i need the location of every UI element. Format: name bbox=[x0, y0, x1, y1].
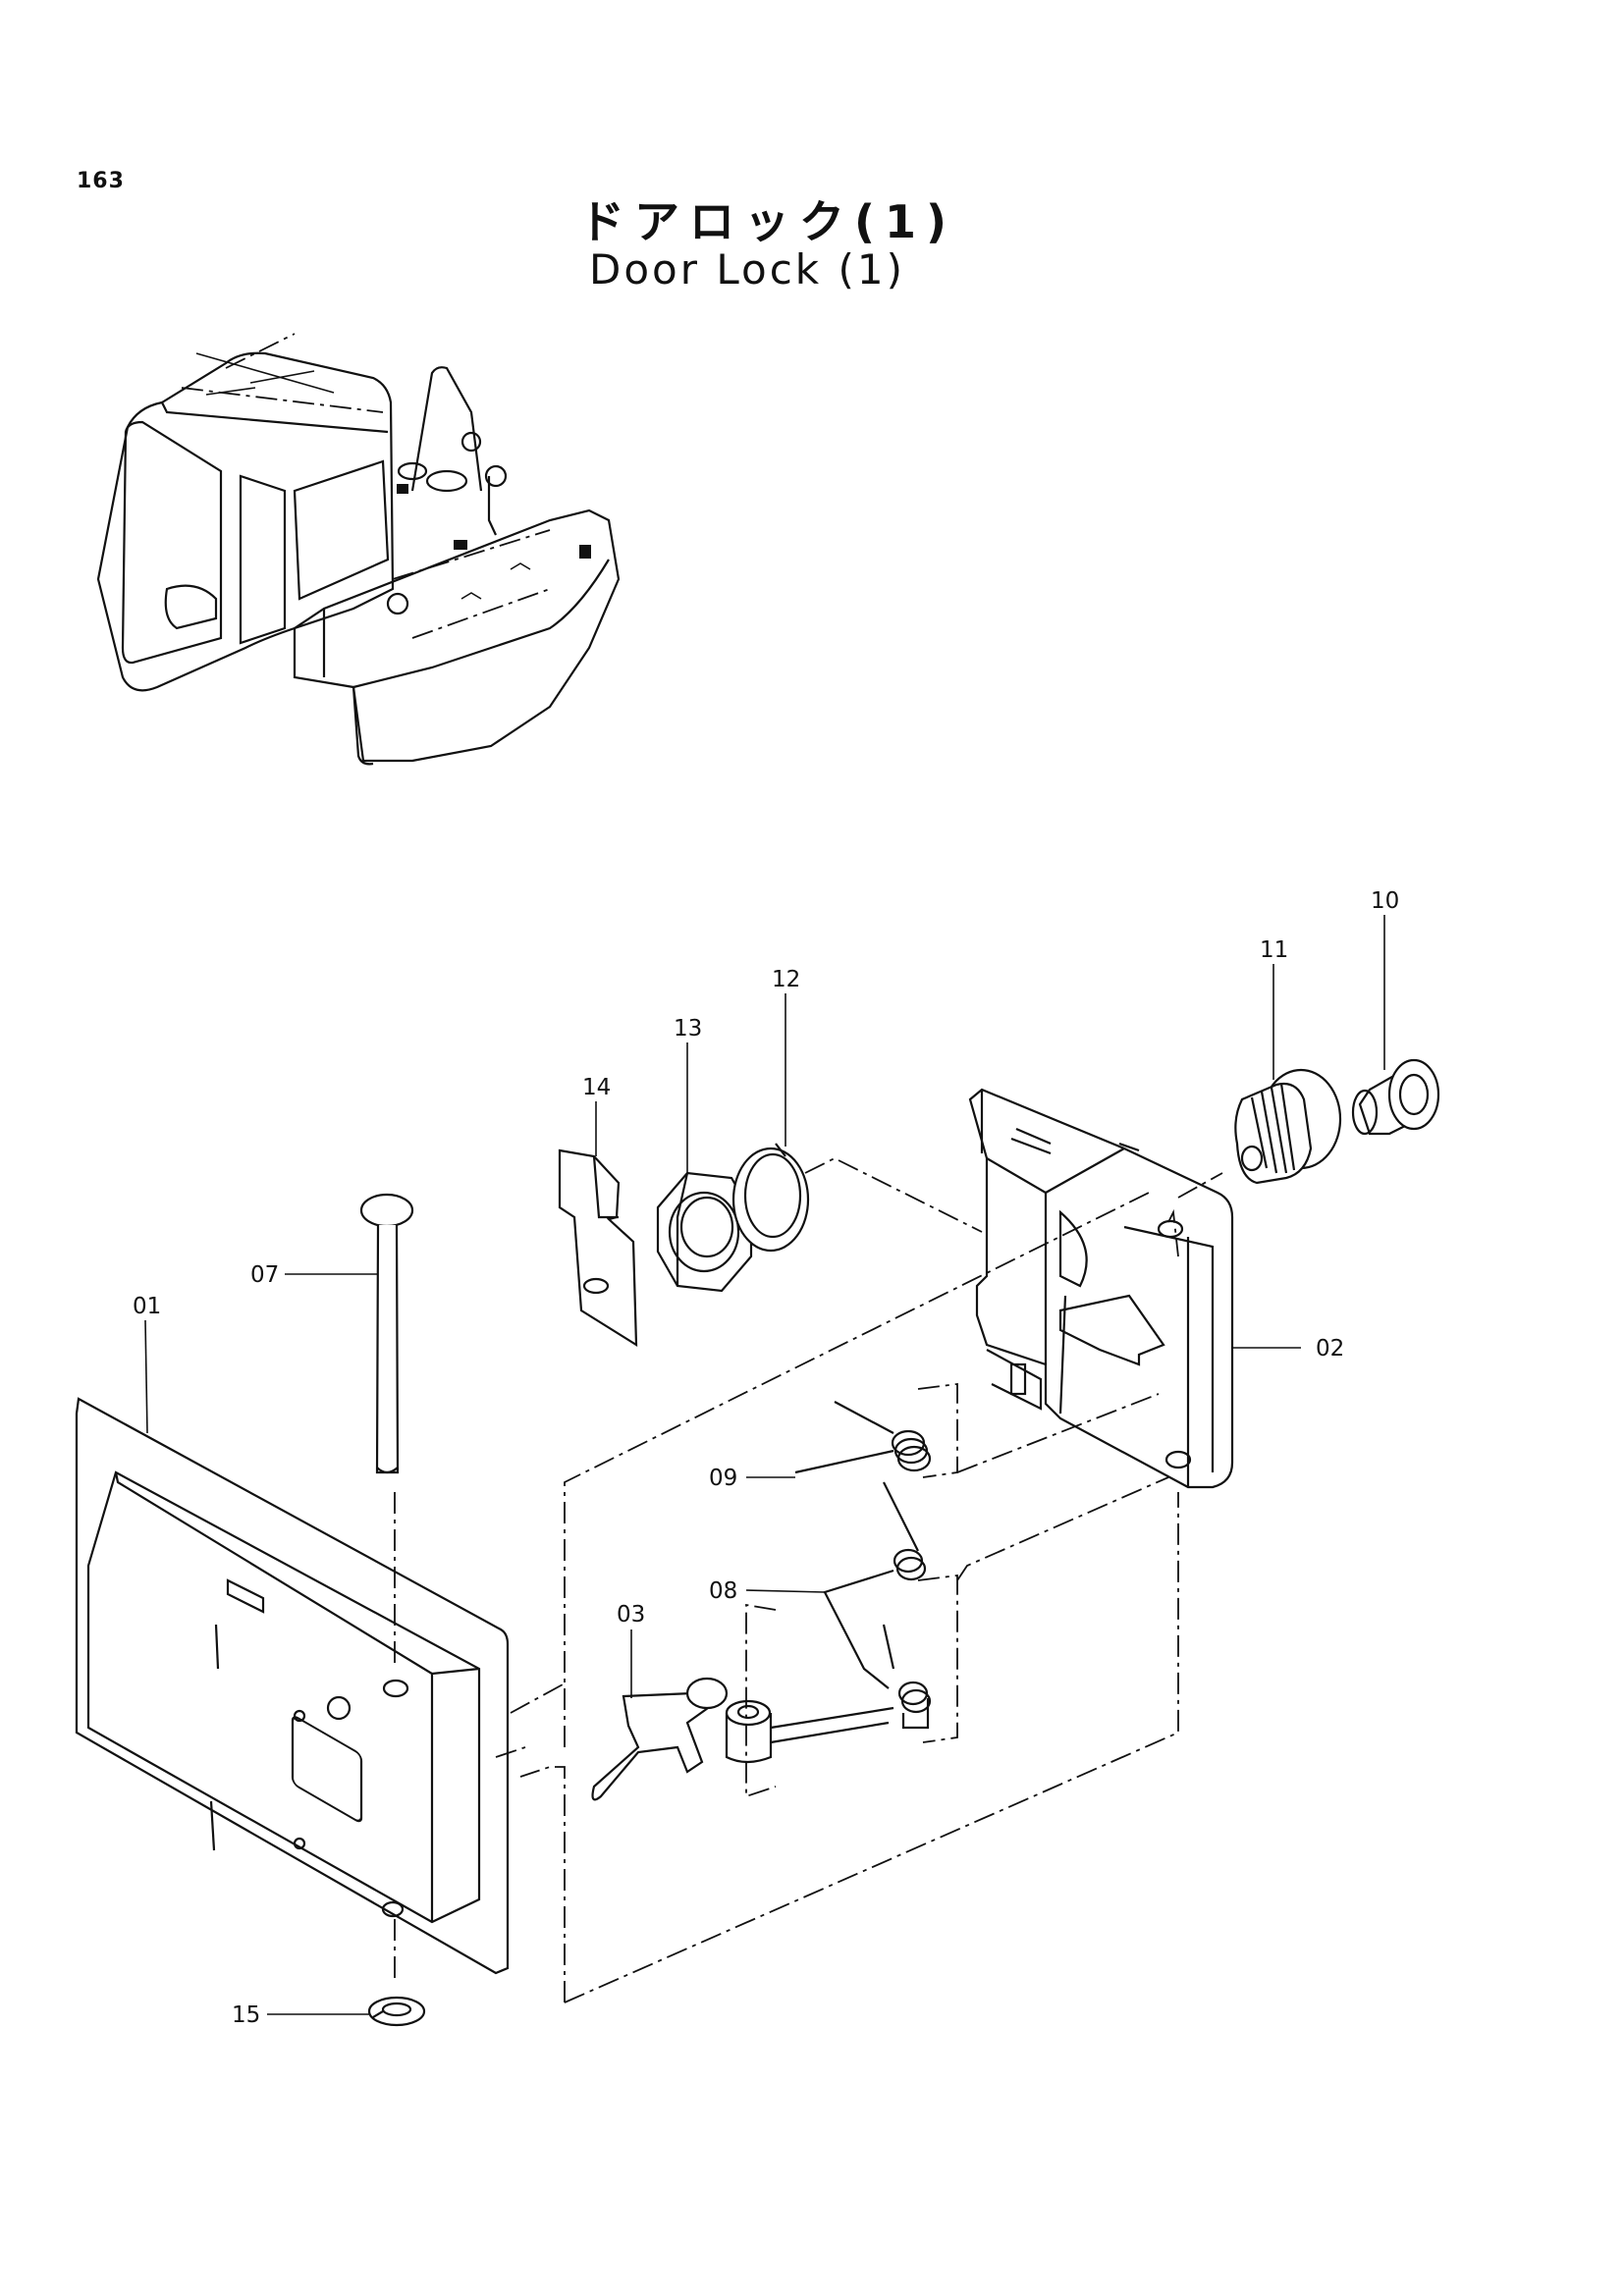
part-10-knob bbox=[1351, 1058, 1440, 1136]
assembly-guide-lines bbox=[495, 1156, 1223, 2003]
part-03-latch bbox=[591, 1677, 894, 1801]
part-08-spring bbox=[823, 1481, 932, 1730]
callout-10: 10 bbox=[1371, 888, 1399, 914]
callout-08: 08 bbox=[709, 1578, 737, 1604]
part-09-spring bbox=[794, 1401, 932, 1474]
title-japanese: ドアロック(1) bbox=[579, 195, 957, 248]
callout-02: 02 bbox=[1316, 1336, 1344, 1362]
callout-14: 14 bbox=[582, 1075, 611, 1100]
part-11-bushing bbox=[1234, 1068, 1342, 1185]
part-07-pin bbox=[359, 1193, 414, 1978]
callout-01: 01 bbox=[133, 1294, 161, 1319]
part-15-snap-ring bbox=[367, 1996, 426, 2027]
callout-leaders bbox=[144, 915, 1385, 2015]
callout-13: 13 bbox=[674, 1016, 702, 1041]
part-13-lock-nut bbox=[656, 1171, 753, 1293]
callout-15: 15 bbox=[232, 2002, 260, 2028]
part-12-retaining-ring bbox=[731, 1143, 810, 1253]
part-14-plate bbox=[558, 1148, 638, 1348]
title-english: Door Lock (1) bbox=[589, 245, 905, 294]
callout-09: 09 bbox=[709, 1466, 737, 1491]
callout-07: 07 bbox=[250, 1262, 279, 1288]
part-02-bracket bbox=[968, 1088, 1234, 1489]
page-number: 163 bbox=[77, 169, 125, 193]
callout-12: 12 bbox=[772, 967, 800, 992]
callout-03: 03 bbox=[617, 1602, 645, 1628]
callout-11: 11 bbox=[1260, 937, 1288, 963]
part-01-cover bbox=[75, 1397, 510, 1975]
excavator-overview-illustration bbox=[96, 333, 621, 766]
